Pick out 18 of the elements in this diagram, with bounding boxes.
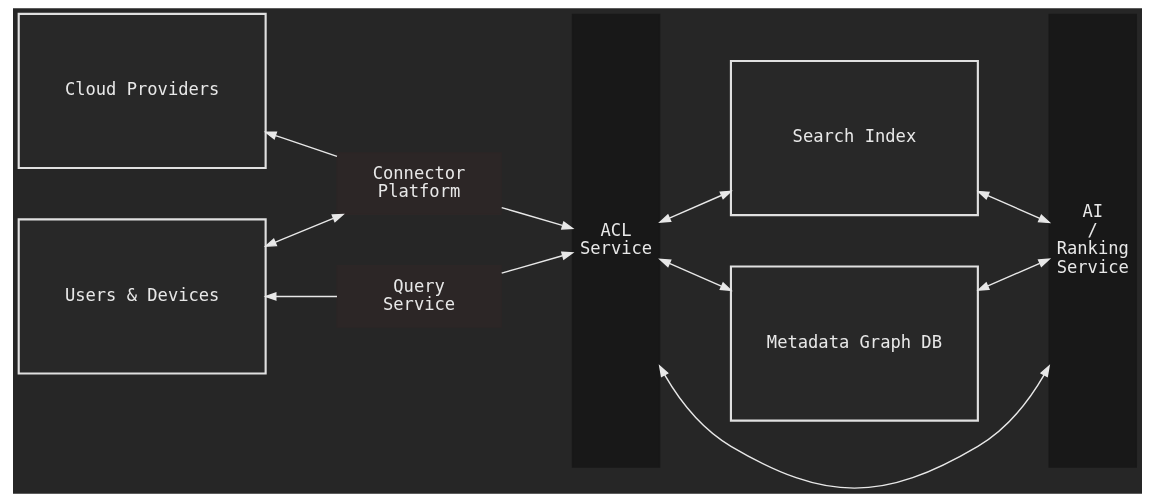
arrow (263, 131, 338, 158)
node-box: Cloud Providers (17, 12, 267, 170)
arrow (657, 258, 733, 292)
node-box: Users & Devices (17, 218, 267, 375)
arrow (500, 206, 574, 230)
arrow (500, 251, 574, 274)
node-box: Search Index (729, 59, 979, 217)
arrow (658, 364, 1050, 489)
node-box: ACL Service (571, 13, 660, 468)
arrow (263, 291, 338, 301)
arrow (975, 258, 1051, 291)
node-box: Query Service (335, 265, 502, 328)
node-box: Connector Platform (335, 152, 502, 216)
node-box: Metadata Graph DB (729, 265, 979, 422)
arrow (657, 190, 733, 224)
arrow (263, 213, 345, 247)
node-box: AI / Ranking Service (1048, 13, 1137, 468)
arrow (975, 190, 1051, 224)
